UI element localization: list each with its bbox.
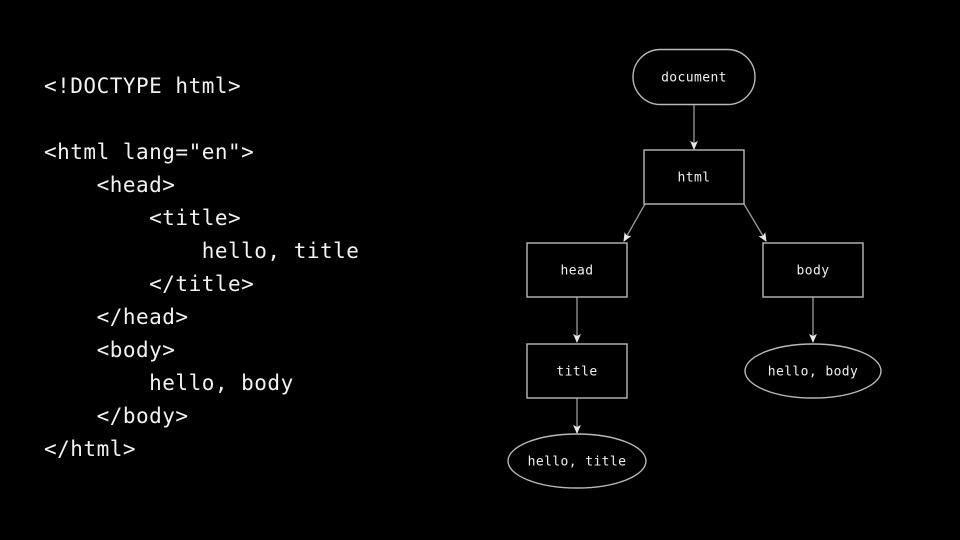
code-line: <!DOCTYPE html> — [44, 74, 242, 98]
code-line: </head> — [44, 305, 189, 329]
node-document[interactable]: document — [632, 48, 756, 106]
node-head[interactable]: head — [526, 242, 628, 298]
node-label: html — [678, 171, 711, 186]
node-label: title — [556, 365, 597, 380]
node-label: head — [561, 264, 594, 279]
node-label: document — [661, 71, 727, 86]
code-line: <title> — [44, 206, 242, 230]
node-body[interactable]: body — [762, 242, 864, 298]
node-shape-rect — [762, 242, 864, 298]
code-line: </title> — [44, 272, 255, 296]
dom-tree-diagram: document html head body title — [480, 0, 960, 540]
code-line: <html lang="en"> — [44, 140, 255, 164]
node-label: hello, title — [528, 455, 627, 470]
edge-html-body — [743, 203, 767, 242]
node-label: hello, body — [768, 365, 859, 380]
code-line: </body> — [44, 404, 189, 428]
node-shape-ellipse — [744, 343, 882, 399]
code-line: hello, title — [44, 239, 360, 263]
code-listing: <!DOCTYPE html> <html lang="en"> <head> … — [44, 70, 464, 466]
node-shape-rect — [526, 242, 628, 298]
node-shape-rect — [526, 343, 628, 399]
node-shape-stadium — [632, 48, 756, 106]
code-line: hello, body — [44, 371, 294, 395]
node-shape-rect — [643, 149, 745, 205]
edge-line — [743, 203, 767, 242]
node-hello-title[interactable]: hello, title — [507, 433, 647, 489]
node-title[interactable]: title — [526, 343, 628, 399]
code-line: <head> — [44, 173, 176, 197]
node-html[interactable]: html — [643, 149, 745, 205]
node-hello-body[interactable]: hello, body — [744, 343, 882, 399]
code-line: </html> — [44, 437, 137, 461]
node-label: body — [797, 264, 830, 279]
node-shape-ellipse — [507, 433, 647, 489]
edge-line — [623, 203, 646, 242]
code-line: <body> — [44, 338, 176, 362]
code-line — [44, 103, 464, 136]
edge-html-head — [623, 203, 646, 242]
